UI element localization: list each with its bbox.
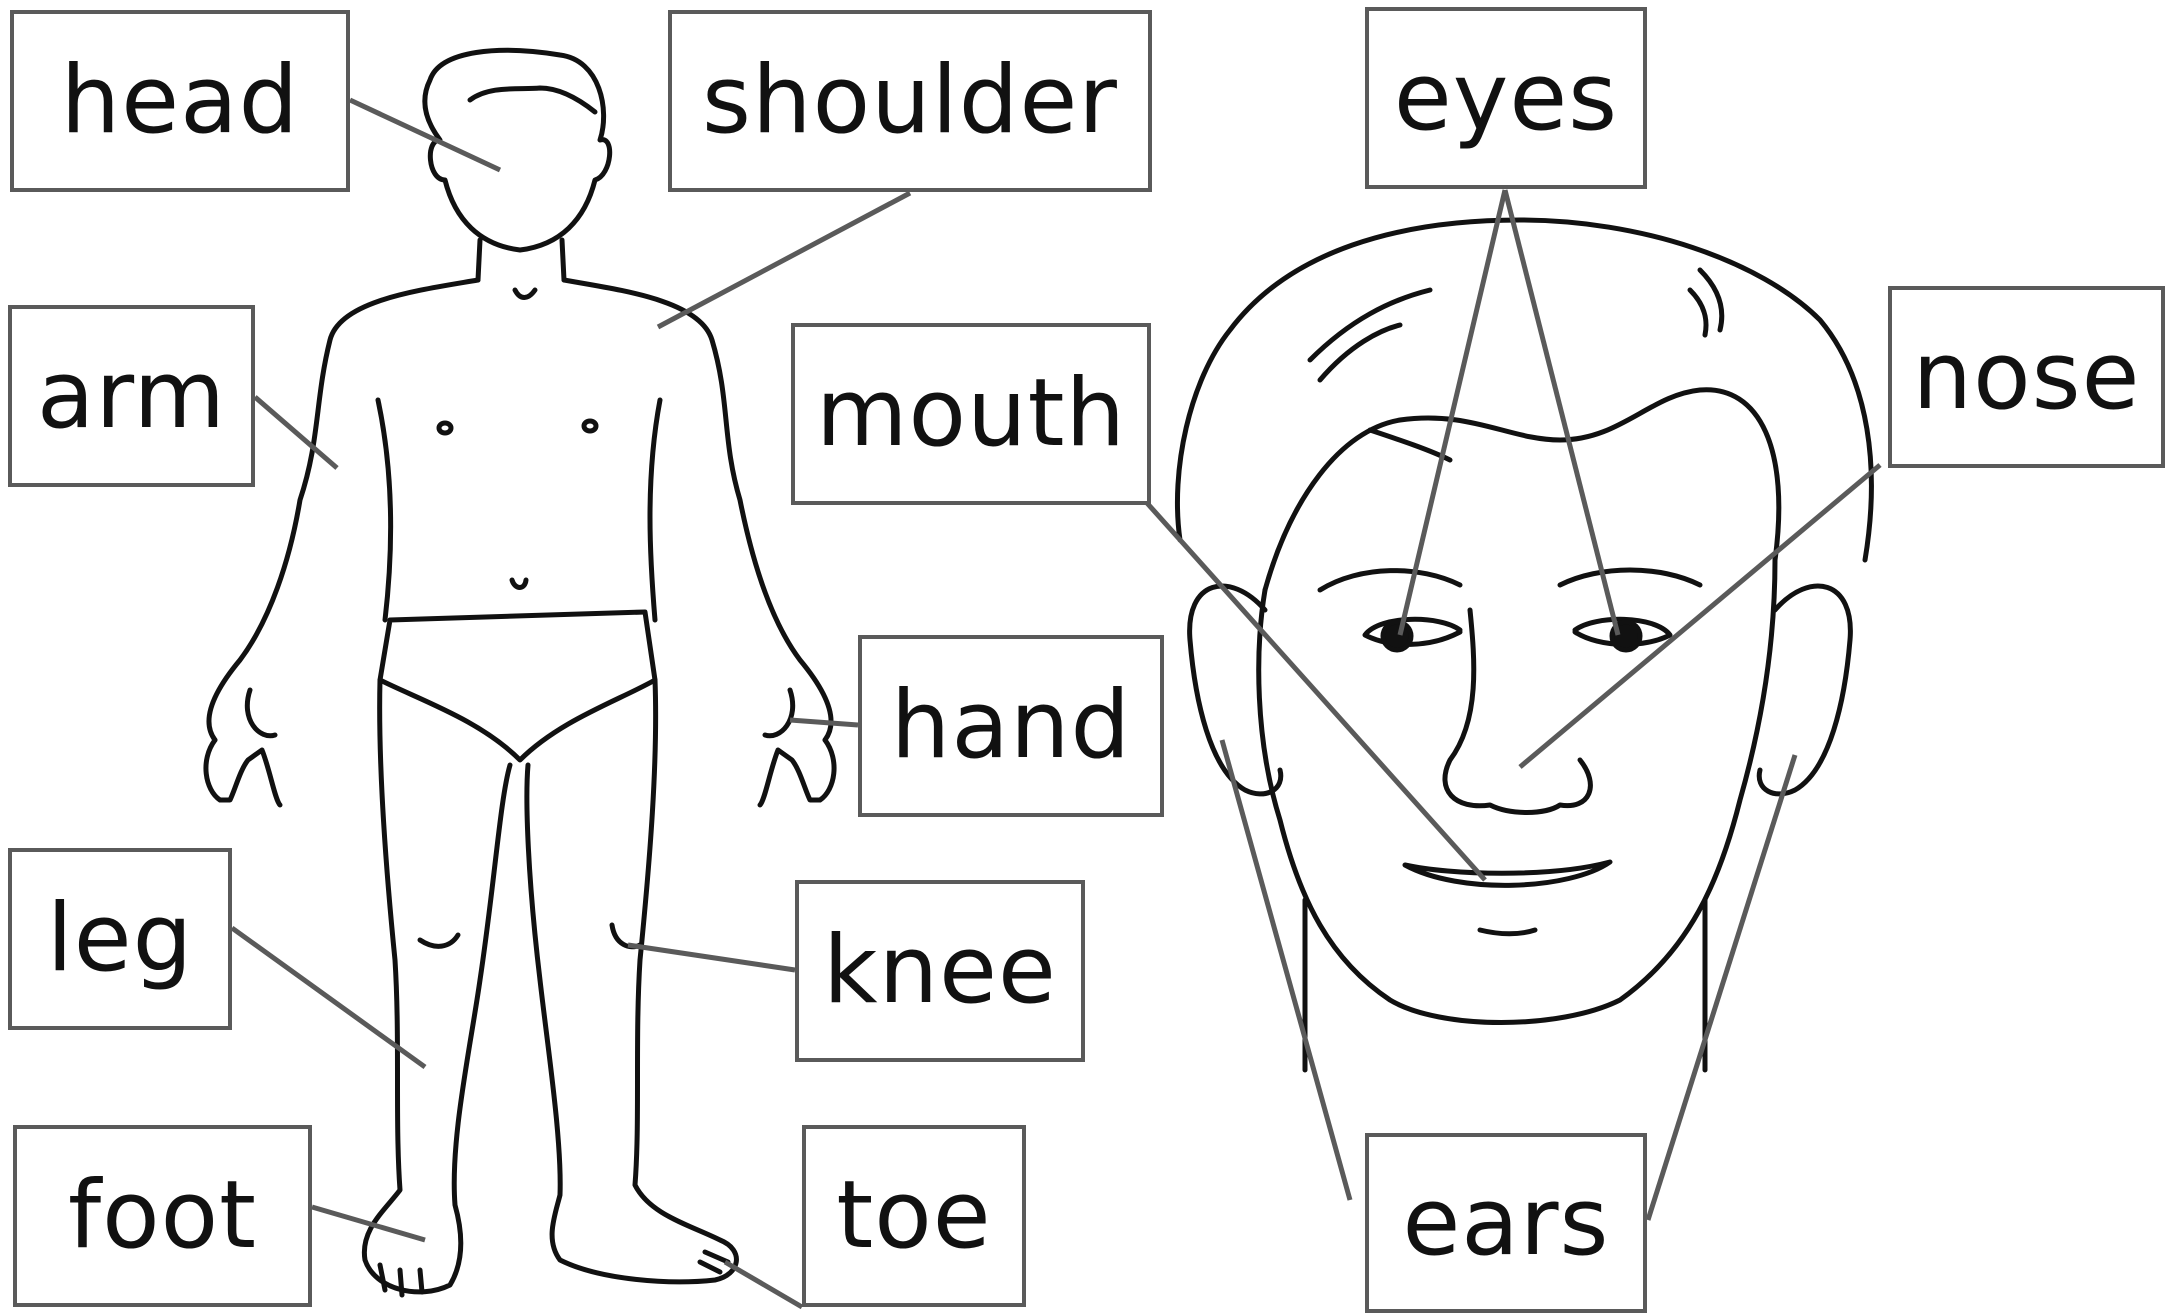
face-illustration bbox=[1177, 220, 1871, 1070]
leader-toe bbox=[725, 1262, 802, 1307]
label-hand: hand bbox=[858, 635, 1164, 817]
figure-underwear bbox=[380, 612, 655, 760]
label-head: head bbox=[10, 10, 350, 192]
figure-nipple-left bbox=[439, 423, 451, 433]
leader-nose bbox=[1520, 465, 1880, 767]
figure-left-leg bbox=[364, 680, 510, 1292]
figure-neck bbox=[478, 240, 564, 280]
label-ears: ears bbox=[1365, 1133, 1647, 1313]
figure-left-hand bbox=[206, 690, 280, 805]
figure-hair-line bbox=[470, 88, 595, 112]
label-knee: knee bbox=[795, 880, 1085, 1062]
face-chin-mark bbox=[1480, 930, 1535, 934]
label-nose: nose bbox=[1888, 286, 2165, 468]
face-hair-fringe bbox=[1370, 430, 1450, 460]
figure-left-knee-mark bbox=[420, 935, 458, 946]
face-left-pupil bbox=[1383, 622, 1411, 650]
leader-arm bbox=[255, 397, 337, 468]
label-arm: arm bbox=[8, 305, 255, 487]
leader-shoulder bbox=[658, 193, 910, 327]
figure-right-hand bbox=[760, 690, 834, 805]
label-eyes: eyes bbox=[1365, 7, 1647, 189]
leader-hand bbox=[790, 720, 858, 725]
figure-nipple-right bbox=[584, 421, 596, 431]
figure-right-knee-mark bbox=[612, 925, 640, 947]
face-left-brow bbox=[1320, 571, 1460, 590]
label-mouth: mouth bbox=[791, 323, 1151, 505]
leader-knee bbox=[628, 945, 795, 970]
face-hairline bbox=[1265, 390, 1779, 590]
leader-eyes-right bbox=[1505, 190, 1618, 635]
label-toe: toe bbox=[802, 1125, 1026, 1307]
figure-collar bbox=[515, 290, 535, 298]
face-nose bbox=[1445, 610, 1590, 813]
face-mouth bbox=[1405, 862, 1610, 885]
leader-ears-right bbox=[1648, 755, 1795, 1220]
leader-ears-left bbox=[1222, 740, 1350, 1200]
figure-navel bbox=[512, 580, 526, 588]
label-foot: foot bbox=[13, 1125, 312, 1307]
figure-right-leg bbox=[527, 680, 737, 1282]
face-neck bbox=[1305, 900, 1705, 1070]
face-outline bbox=[1259, 560, 1775, 1023]
label-shoulder: shoulder bbox=[668, 10, 1152, 192]
body-figure-illustration bbox=[206, 50, 834, 1295]
label-leg: leg bbox=[8, 848, 232, 1030]
figure-right-toes bbox=[700, 1252, 728, 1272]
face-right-brow bbox=[1560, 570, 1700, 585]
face-hair-strands bbox=[1310, 270, 1722, 380]
leader-eyes-left bbox=[1400, 190, 1505, 635]
